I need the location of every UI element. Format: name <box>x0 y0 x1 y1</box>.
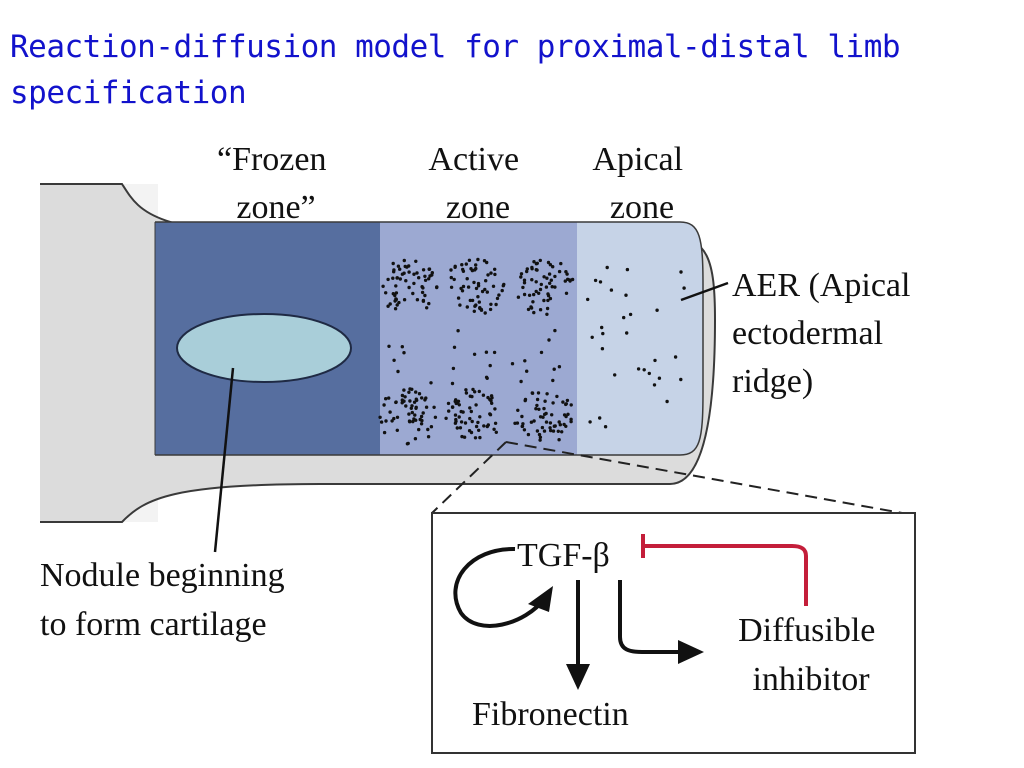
cartilage-nodule <box>176 313 352 383</box>
self-activation-arrowhead <box>528 586 553 612</box>
aer-leader-line <box>680 281 729 302</box>
nodule-leader-line <box>213 367 235 553</box>
apical-zone-cells <box>586 265 686 429</box>
aer-label: AER (Apical ectodermal ridge) <box>732 267 919 400</box>
active-zone-label: Active zone <box>428 141 527 226</box>
tgf-beta-label: TGF-β <box>517 537 610 574</box>
apical-zone-region <box>577 222 703 455</box>
self-activation-arrow <box>453 546 547 628</box>
active-zone-cells <box>378 257 575 446</box>
inset-box <box>431 512 916 754</box>
apical-zone-label: Apical zone <box>592 141 691 226</box>
zoom-line-right <box>505 441 903 514</box>
zoom-line-left <box>431 441 507 514</box>
slide-title: Reaction-diffusion model for proximal-di… <box>10 29 901 111</box>
nodule-label: Nodule beginning to form cartilage <box>40 557 293 643</box>
frozen-zone-label: “Frozen zone” <box>217 141 335 226</box>
inhibition-arrow <box>643 544 808 606</box>
inhibitor-production-arrow <box>618 580 680 654</box>
inhibitor-production-arrowhead <box>678 640 704 664</box>
inhibitor-label: Diffusible inhibitor <box>738 612 884 698</box>
fibronectin-arrowhead <box>566 664 590 690</box>
fibronectin-label: Fibronectin <box>472 696 629 733</box>
